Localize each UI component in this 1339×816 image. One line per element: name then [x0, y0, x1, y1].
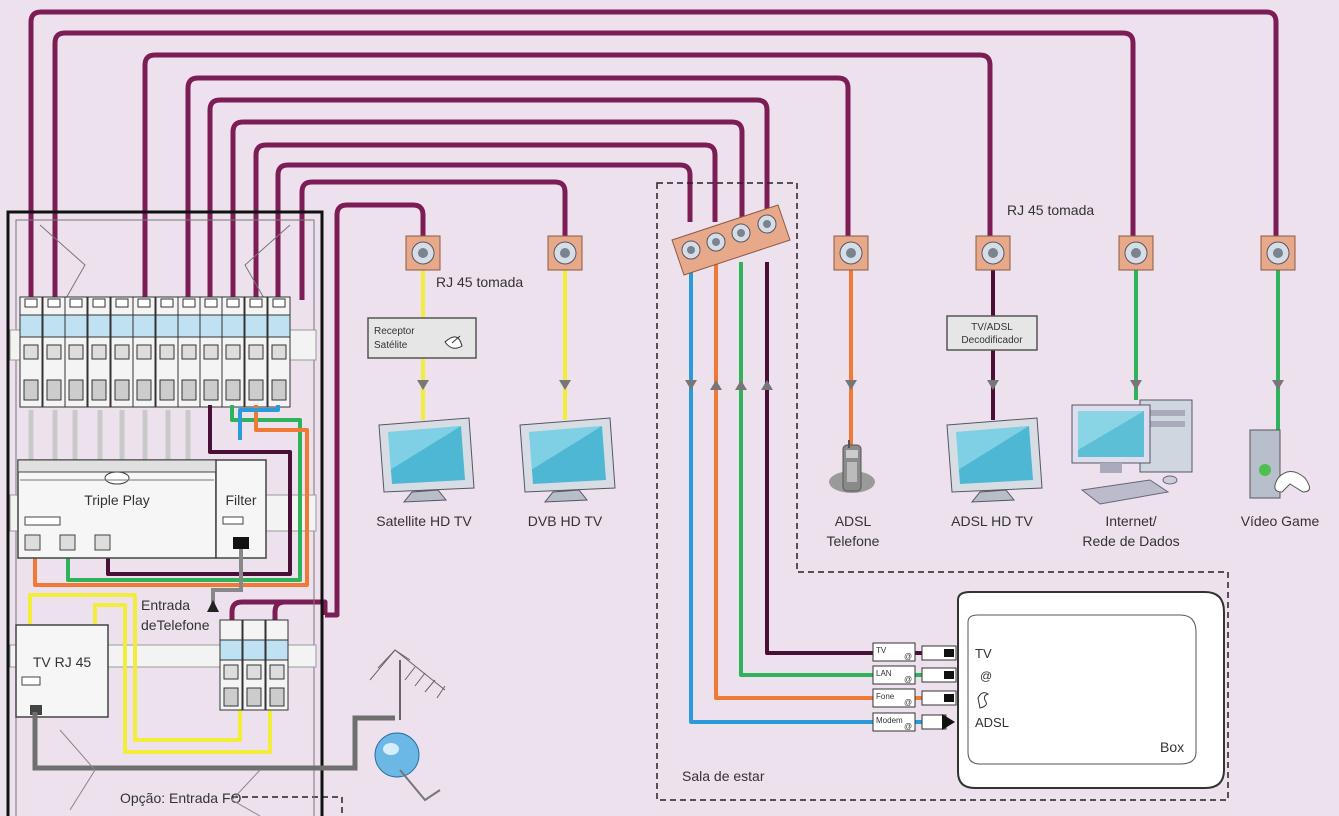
box-router: Box TV @ ADSL — [957, 591, 1225, 789]
antenna-icon — [369, 649, 446, 720]
cable-arrows — [417, 380, 1284, 390]
box-port-plugs — [921, 645, 957, 730]
port-fone-label: Fone — [876, 692, 895, 701]
box-panel-at: @ — [980, 669, 992, 683]
video-game-label: Vídeo Game — [1241, 513, 1320, 529]
patch-module-3 — [64, 296, 88, 408]
patch-module-2 — [42, 296, 66, 408]
video-game-icon — [1249, 429, 1310, 499]
patch-small-module-1 — [219, 619, 243, 711]
patch-module-10 — [221, 296, 245, 408]
yellow-tv-cables — [28, 593, 272, 754]
internet-label-2: Rede de Dados — [1082, 533, 1179, 549]
entrada-label-2: deTelefone — [141, 617, 210, 633]
dashed-zones — [232, 182, 1229, 816]
port-lan-at: @ — [904, 675, 912, 684]
satellite-tv-label: Satellite HD TV — [376, 513, 472, 529]
port-tv-label: TV — [876, 646, 887, 655]
box-panel-tv: TV — [975, 646, 992, 661]
box-panel-adsl: ADSL — [975, 715, 1009, 730]
tv-rj45-label: TV RJ 45 — [33, 654, 92, 670]
purple-cables — [28, 9, 1279, 625]
opcao-fo-label: Opção: Entrada FO — [120, 790, 242, 806]
antenna-cable — [32, 712, 395, 771]
rj45-outlet-1 — [405, 235, 441, 271]
rj45-outlet-6 — [1260, 235, 1296, 271]
satellite-dish-icon — [374, 732, 441, 802]
wall-outlets — [405, 204, 1296, 276]
rj45-quad-outlet — [671, 204, 791, 276]
patch-module-11 — [244, 296, 268, 408]
adsl-tv-label: ADSL HD TV — [951, 513, 1033, 529]
cordless-phone-icon — [829, 440, 875, 493]
telephone-entry — [207, 549, 243, 612]
adsl-hd-tv-icon — [946, 417, 1043, 503]
decoder-label-2: Decodificador — [961, 335, 1023, 346]
dvb-hd-tv-icon — [519, 417, 616, 503]
port-lan-label: LAN — [876, 669, 892, 678]
patch-small-module-3 — [265, 619, 289, 711]
port-modem-at: @ — [904, 722, 912, 731]
rj45-tomada-right-label: RJ 45 tomada — [1007, 202, 1094, 218]
box-port-tags: TV @ LAN @ Fone @ Modem @ — [872, 642, 916, 732]
filter-module: Filter — [215, 459, 267, 559]
box-label: Box — [1160, 739, 1184, 755]
tv-adsl-decoder: TV/ADSL Decodificador — [946, 315, 1038, 351]
rj45-outlet-4 — [975, 235, 1011, 271]
patch-module-5 — [110, 296, 134, 408]
filter-label: Filter — [225, 492, 256, 508]
triple-play-label: Triple Play — [84, 492, 150, 508]
patch-module-7 — [155, 296, 179, 408]
patch-panel-small — [219, 619, 289, 711]
device-labels: Satellite HD TV DVB HD TV ADSL Telefone … — [376, 513, 1319, 549]
rj45-outlet-5 — [1118, 235, 1154, 271]
patch-small-module-2 — [242, 619, 266, 711]
phone-handset-icon — [977, 692, 990, 709]
cabinet-colored-cables — [33, 405, 309, 587]
patch-module-1 — [19, 296, 43, 408]
entrada-label-1: Entrada — [141, 597, 190, 613]
patch-module-9 — [199, 296, 223, 408]
dvb-tv-label: DVB HD TV — [528, 513, 603, 529]
triple-play-module: Triple Play — [17, 459, 217, 559]
cabinet-cutout-line — [59, 729, 96, 811]
rj45-outlet-3 — [833, 235, 869, 271]
patch-module-8 — [177, 296, 201, 408]
receptor-label-2: Satélite — [374, 340, 408, 351]
dish-small-icon — [444, 335, 463, 349]
port-fone-at: @ — [904, 698, 912, 707]
cabinet-cutout-line-2 — [231, 769, 261, 816]
desktop-computer-icon — [1071, 399, 1193, 505]
patch-panel-row — [19, 296, 291, 408]
tv-rj45-module: TV RJ 45 — [15, 624, 109, 718]
rj45-tomada-left-label: RJ 45 tomada — [436, 274, 523, 290]
satellite-hd-tv-icon — [378, 417, 475, 503]
internet-label-1: Internet/ — [1105, 513, 1156, 529]
adsl-phone-label-1: ADSL — [835, 513, 872, 529]
receptor-label-1: Receptor — [374, 326, 415, 337]
sala-de-estar-label: Sala de estar — [682, 768, 765, 784]
port-modem-label: Modem — [876, 716, 903, 725]
satellite-receiver: Receptor Satélite — [367, 317, 477, 359]
patch-module-4 — [87, 296, 111, 408]
patch-module-12 — [267, 296, 291, 408]
decoder-label-1: TV/ADSL — [971, 322, 1013, 333]
patch-module-6 — [132, 296, 156, 408]
adsl-phone-label-2: Telefone — [827, 533, 880, 549]
port-tv-at: @ — [904, 652, 912, 661]
rj45-outlet-2 — [547, 235, 583, 271]
grey-patch-leads — [28, 410, 191, 462]
